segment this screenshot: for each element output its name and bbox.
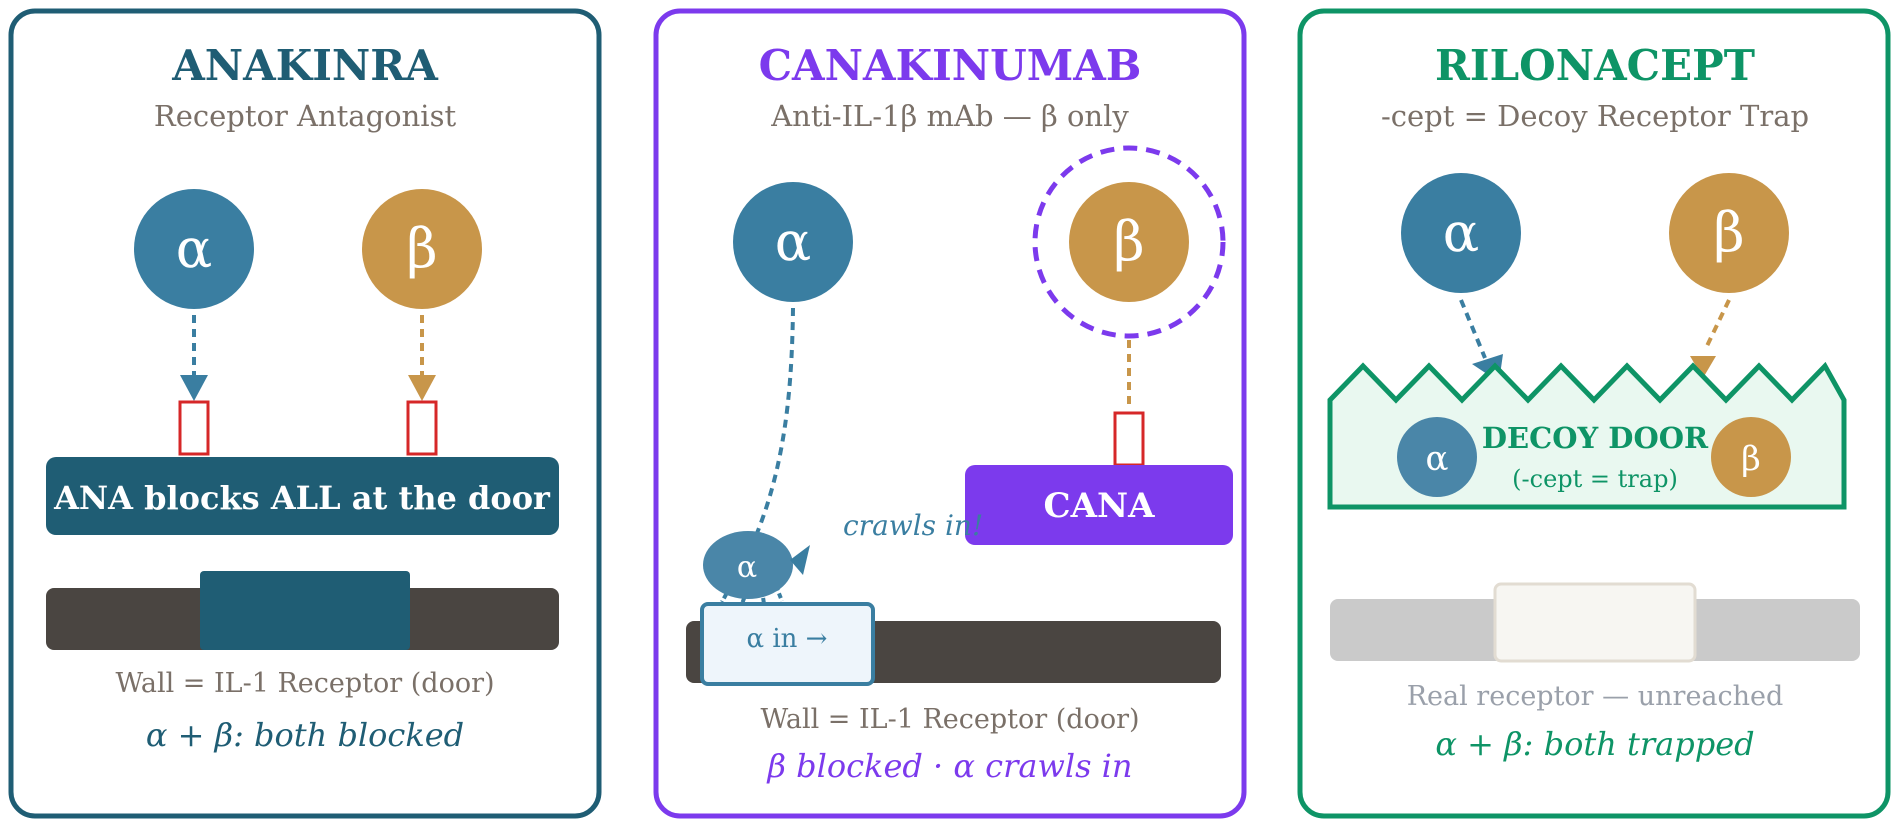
alpha-circle	[733, 182, 853, 302]
beta-label: β	[406, 217, 437, 280]
creature-head-icon	[790, 545, 810, 575]
wall-label: Wall = IL-1 Receptor (door)	[115, 668, 494, 699]
beta-arrowhead	[408, 375, 436, 401]
trapped-alpha-label: α	[1426, 439, 1449, 479]
beta-circle	[362, 189, 482, 309]
crawling-alpha	[703, 531, 793, 599]
crawling-alpha-label: α	[737, 550, 757, 585]
cana-label: CANA	[1044, 486, 1156, 526]
panel-summary: β blocked · α crawls in	[766, 747, 1132, 785]
panel-title: RILONACEPT	[1435, 41, 1755, 90]
receptor-door	[1493, 582, 1697, 663]
beta-label: β	[1113, 210, 1144, 273]
panel-title: ANAKINRA	[171, 41, 439, 90]
banner-text: ANA blocks ALL at the door	[53, 479, 551, 517]
receptor-door	[200, 571, 410, 650]
block-marker	[1113, 411, 1145, 467]
anakinra-banner	[46, 457, 559, 535]
panel-subtitle: -cept = Decoy Receptor Trap	[1381, 99, 1809, 133]
crawls-in-text: crawls in!	[843, 509, 983, 542]
panel-anakinra: ANAKINRA Receptor Antagonist α β ANA blo…	[8, 8, 602, 819]
alpha-label: α	[775, 210, 811, 273]
alpha-label: α	[176, 217, 212, 280]
panel-subtitle: Anti-IL-1β mAb — β only	[770, 99, 1129, 133]
alpha-arrowhead	[180, 375, 208, 401]
alpha-in-label: α in →	[747, 624, 828, 654]
alpha-crawl-path	[750, 307, 795, 546]
wall-label: Wall = IL-1 Receptor (door)	[760, 704, 1139, 735]
panel-summary: α + β: both blocked	[146, 716, 464, 754]
trapped-alpha	[1397, 417, 1477, 497]
trapped-beta-label: β	[1741, 439, 1761, 479]
cana-block	[965, 465, 1233, 545]
antibody-capture-ring	[1032, 145, 1226, 339]
alpha-circle	[1401, 173, 1521, 293]
panel-rilonacept: RILONACEPT -cept = Decoy Receptor Trap α…	[1297, 8, 1891, 819]
beta-circle	[1069, 182, 1189, 302]
alpha-circle	[134, 189, 254, 309]
beta-label: β	[1713, 201, 1744, 264]
panel-title: CANAKINUMAB	[759, 41, 1142, 90]
open-door	[700, 602, 875, 686]
panel-subtitle: Receptor Antagonist	[154, 99, 457, 133]
block-marker	[178, 400, 210, 456]
wall-label: Real receptor — unreached	[1407, 681, 1784, 712]
beta-circle	[1669, 173, 1789, 293]
beta-arrowhead	[1690, 356, 1716, 378]
alpha-label: α	[1443, 201, 1479, 264]
decoy-subtitle: (-cept = trap)	[1512, 465, 1678, 493]
alpha-arrow-line	[1459, 299, 1487, 359]
trapped-beta	[1711, 417, 1791, 497]
block-marker	[406, 400, 438, 456]
panel-canakinumab: CANAKINUMAB Anti-IL-1β mAb — β only α β …	[653, 8, 1247, 819]
decoy-title: DECOY DOOR	[1482, 421, 1709, 455]
panel-summary: α + β: both trapped	[1435, 725, 1754, 763]
beta-arrow-line	[1704, 299, 1731, 349]
